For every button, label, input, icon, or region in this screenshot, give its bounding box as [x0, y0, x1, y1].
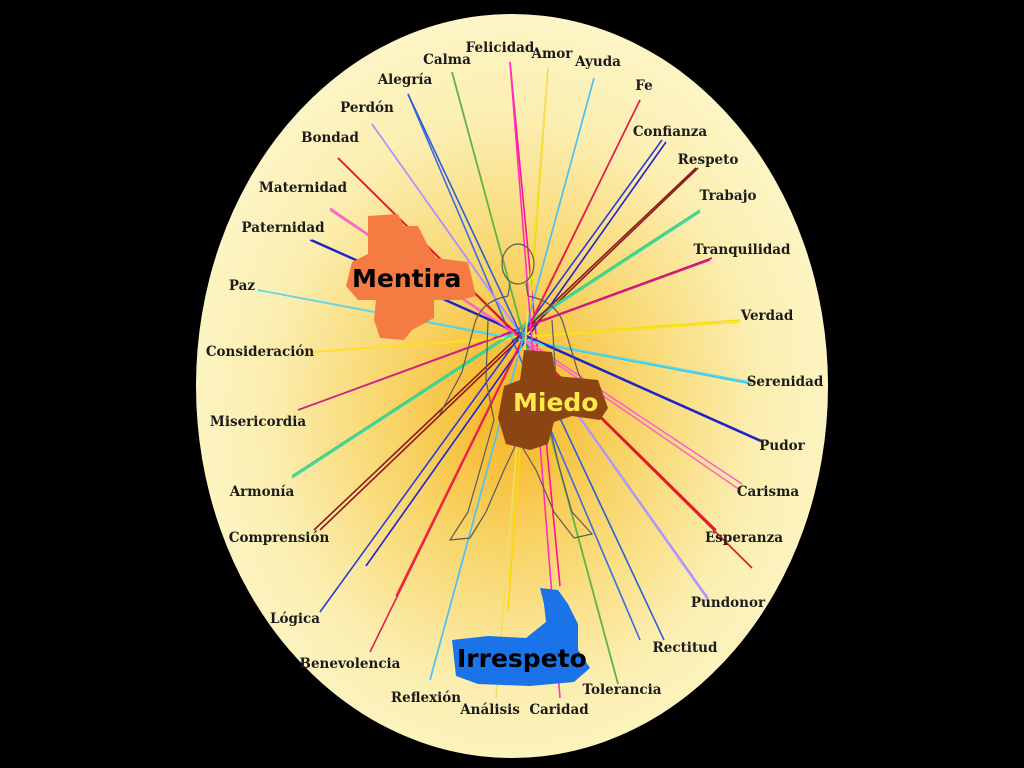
virtue-label-benevolencia: Benevolencia	[300, 656, 401, 672]
virtue-label-carisma: Carisma	[737, 484, 800, 500]
virtue-label-tranquilidad: Tranquilidad	[693, 242, 791, 258]
virtue-label-paternidad: Paternidad	[241, 220, 325, 236]
virtue-label-analisis: Análisis	[459, 702, 520, 718]
virtue-label-respeto: Respeto	[678, 152, 739, 168]
virtue-label-misericordia: Misericordia	[210, 414, 306, 430]
virtue-label-maternidad: Maternidad	[259, 180, 348, 196]
virtue-label-bondad: Bondad	[301, 130, 359, 146]
virtue-label-consideracion: Consideración	[206, 344, 315, 360]
virtue-label-pudor: Pudor	[759, 438, 805, 454]
virtue-label-serenidad: Serenidad	[747, 374, 824, 390]
virtue-label-felicidad: Felicidad	[466, 40, 535, 56]
virtue-label-verdad: Verdad	[740, 308, 794, 324]
virtue-label-amor: Amor	[531, 46, 574, 62]
virtue-label-calma: Calma	[423, 52, 471, 68]
virtue-label-confianza: Confianza	[633, 124, 708, 140]
virtue-label-paz: Paz	[229, 278, 256, 294]
virtue-label-perdon: Perdón	[340, 100, 394, 116]
virtue-label-tolerancia: Tolerancia	[583, 682, 662, 698]
virtue-label-comprension: Comprensión	[229, 530, 330, 546]
virtue-label-fe: Fe	[635, 78, 652, 94]
irrespeto-label: Irrespeto	[457, 644, 587, 673]
miedo-label: Miedo	[513, 388, 598, 417]
virtue-label-rectitud: Rectitud	[653, 640, 718, 656]
virtue-label-armonia: Armonía	[229, 484, 295, 500]
virtue-label-reflexion: Reflexión	[391, 690, 461, 706]
virtue-label-ayuda: Ayuda	[574, 54, 621, 70]
virtue-label-esperanza: Esperanza	[705, 530, 783, 546]
virtue-label-logica: Lógica	[270, 611, 320, 627]
mentira-label: Mentira	[352, 264, 461, 293]
virtue-label-pundonor: Pundonor	[691, 595, 766, 611]
virtue-label-trabajo: Trabajo	[700, 188, 757, 204]
virtue-label-caridad: Caridad	[529, 702, 589, 718]
virtue-label-alegria: Alegría	[377, 72, 433, 88]
